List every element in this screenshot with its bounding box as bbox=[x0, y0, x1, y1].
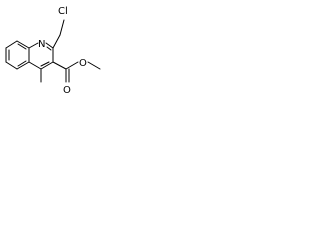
bond-benzo-double-2 bbox=[17, 60, 27, 67]
bond-pyr-double-c3c4 bbox=[40, 61, 50, 67]
bond-benzo-4 bbox=[16, 61, 30, 70]
bond-pyr-c3-c4 bbox=[40, 61, 54, 70]
atom-label-oxygen-methoxy: O bbox=[79, 58, 87, 69]
bond-ch2-cl bbox=[59, 19, 65, 36]
bond-benzo-3 bbox=[5, 61, 18, 70]
benzo-ring bbox=[5, 40, 30, 70]
atom-label-nitrogen: N bbox=[38, 39, 45, 50]
bond-benzo-double-3 bbox=[17, 43, 27, 50]
chloromethyl-group bbox=[52, 19, 65, 49]
atom-label-chlorine: Cl bbox=[58, 6, 68, 17]
atom-label-oxygen-carbonyl: O bbox=[63, 85, 71, 96]
pyridine-ring bbox=[28, 42, 54, 70]
bond-benzo-6 bbox=[16, 40, 30, 49]
bond-pyr-double-cn bbox=[46, 46, 52, 51]
ester-group bbox=[52, 61, 101, 83]
bond-pyr-c4-c4a bbox=[28, 61, 42, 70]
bond-pyr-c8a-n bbox=[28, 42, 39, 49]
bond-pyr-n-c2 bbox=[45, 42, 54, 49]
bond-carbonyl-o-ether bbox=[65, 61, 79, 70]
bond-benzo-1 bbox=[5, 40, 18, 49]
chemical-structure-diagram: Cl N O O bbox=[5, 6, 101, 96]
bond-c2-ch2 bbox=[52, 34, 61, 49]
bond-o-methyl bbox=[87, 61, 101, 70]
bond-c3-carbonyl bbox=[52, 61, 67, 70]
